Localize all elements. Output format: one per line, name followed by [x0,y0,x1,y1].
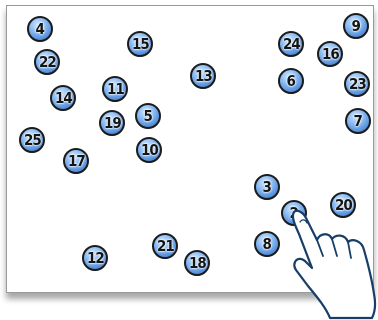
bubble-label: 12 [87,251,104,266]
number-bubble-18[interactable]: 18 [184,250,210,276]
bubble-label: 25 [24,133,41,148]
number-bubble-24[interactable]: 24 [278,31,304,57]
number-bubble-25[interactable]: 25 [19,127,45,153]
bubble-label: 2 [290,206,298,221]
bubble-label: 3 [263,180,271,195]
bubble-label: 24 [283,37,300,52]
number-bubble-21[interactable]: 21 [152,233,178,259]
bubble-label: 8 [263,237,271,252]
number-bubble-6[interactable]: 6 [278,68,304,94]
number-bubble-22[interactable]: 22 [34,49,60,75]
bubble-label: 21 [157,239,174,254]
bubble-label: 7 [354,114,362,129]
bubble-label: 15 [132,37,149,52]
bubble-label: 14 [55,91,72,106]
bubble-label: 5 [144,109,152,124]
bubble-label: 23 [349,77,366,92]
number-bubble-12[interactable]: 12 [82,245,108,271]
bubble-label: 22 [39,55,56,70]
number-bubble-13[interactable]: 13 [190,63,216,89]
number-bubble-5[interactable]: 5 [135,103,161,129]
bubble-label: 4 [36,22,44,37]
number-bubble-7[interactable]: 7 [345,108,371,134]
number-bubble-14[interactable]: 14 [50,85,76,111]
number-bubble-19[interactable]: 19 [99,110,125,136]
number-bubble-15[interactable]: 15 [127,31,153,57]
bubble-label: 20 [335,198,352,213]
number-bubble-3[interactable]: 3 [254,174,280,200]
bubble-label: 6 [287,74,295,89]
bubble-label: 19 [104,116,121,131]
bubble-label: 11 [107,82,124,97]
number-bubble-23[interactable]: 23 [344,71,370,97]
number-bubble-10[interactable]: 10 [136,137,162,163]
number-bubble-8[interactable]: 8 [254,231,280,257]
bubble-label: 16 [322,47,339,62]
bubble-label: 13 [195,69,212,84]
bubble-label: 9 [352,19,360,34]
bubble-label: 17 [68,154,85,169]
number-bubble-16[interactable]: 16 [317,41,343,67]
number-bubble-20[interactable]: 20 [330,192,356,218]
number-bubble-17[interactable]: 17 [63,148,89,174]
number-bubble-4[interactable]: 4 [27,16,53,42]
number-bubble-11[interactable]: 11 [102,76,128,102]
bubble-label: 10 [141,143,158,158]
number-bubble-2[interactable]: 2 [281,200,307,226]
number-bubble-9[interactable]: 9 [343,13,369,39]
bubble-label: 18 [189,256,206,271]
